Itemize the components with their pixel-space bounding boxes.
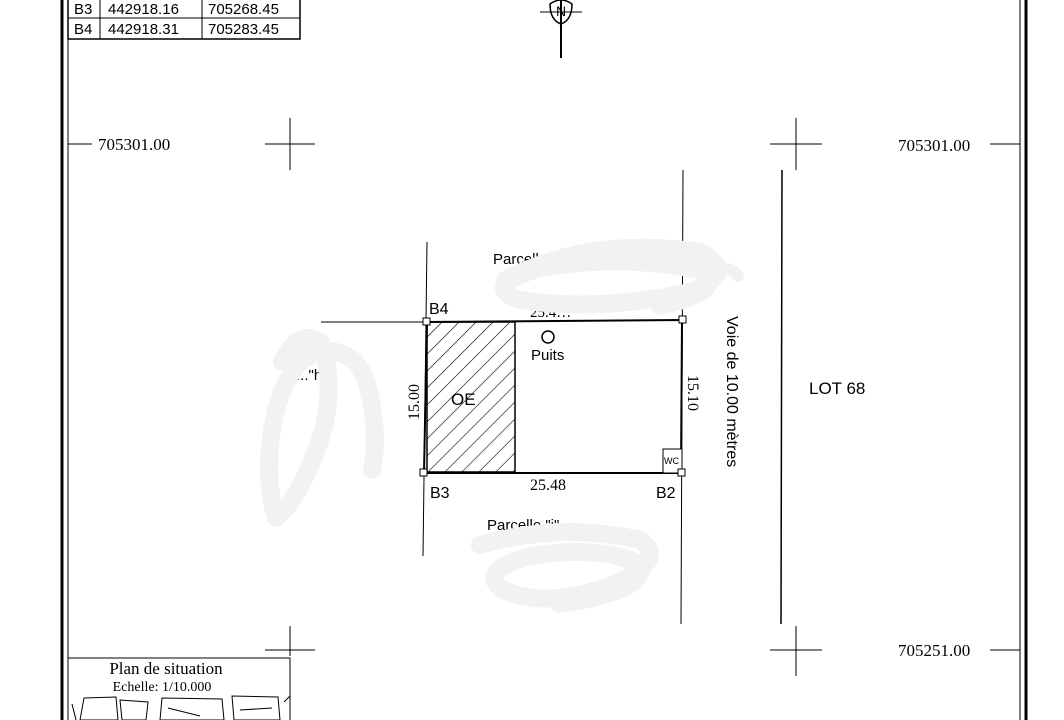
grid-marks: 705301.00 705301.00 705251.00 <box>68 118 1020 676</box>
corner-b1-marker <box>678 315 687 324</box>
redaction-scribbles <box>260 238 744 613</box>
corner-b4-marker <box>422 317 431 326</box>
corner-label-b2: B2 <box>656 485 676 502</box>
wc-label: WC <box>664 456 679 466</box>
table-row-b3-y: 705268.45 <box>208 1 279 18</box>
well-icon <box>541 330 555 344</box>
corner-label-b4: B4 <box>429 301 449 318</box>
location-plan-inset: Plan de situation Echelle: 1/10.000 <box>67 657 291 720</box>
dim-right: 15.10 <box>684 375 701 411</box>
north-label: N <box>556 3 566 19</box>
corner-b2-marker <box>677 468 686 477</box>
building-label: OE <box>451 390 476 409</box>
lot-label: LOT 68 <box>809 379 865 398</box>
grid-label-top-left: 705301.00 <box>98 135 170 154</box>
table-row-b4-point: B4 <box>74 21 92 38</box>
road-label: Voie de 10.00 mètres <box>723 316 740 467</box>
parcel: B4 B1 B3 B2 OE Puits WC 25.4… 25.48 15.0… <box>406 299 701 502</box>
well-label: Puits <box>531 347 564 364</box>
grid-label-bottom-right: 705251.00 <box>898 641 970 660</box>
table-row-b4-x: 442918.31 <box>108 21 179 38</box>
dim-left: 15.00 <box>406 384 423 420</box>
coordinate-table: B3 442918.16 705268.45 B4 442918.31 7052… <box>67 0 301 40</box>
dim-bottom: 25.48 <box>530 477 566 494</box>
corner-b3-marker <box>419 468 428 477</box>
table-row-b3-point: B3 <box>74 1 92 18</box>
location-plan-title: Plan de situation <box>109 659 223 678</box>
corner-label-b3: B3 <box>430 485 450 502</box>
location-plan-map <box>71 695 291 720</box>
sheet-border <box>60 0 1028 720</box>
north-arrow-icon: N <box>540 0 582 58</box>
table-row-b3-x: 442918.16 <box>108 1 179 18</box>
location-plan-scale: Echelle: 1/10.000 <box>113 680 212 695</box>
building-oe <box>426 321 516 473</box>
grid-label-top-right: 705301.00 <box>898 136 970 155</box>
table-row-b4-y: 705283.45 <box>208 21 279 38</box>
